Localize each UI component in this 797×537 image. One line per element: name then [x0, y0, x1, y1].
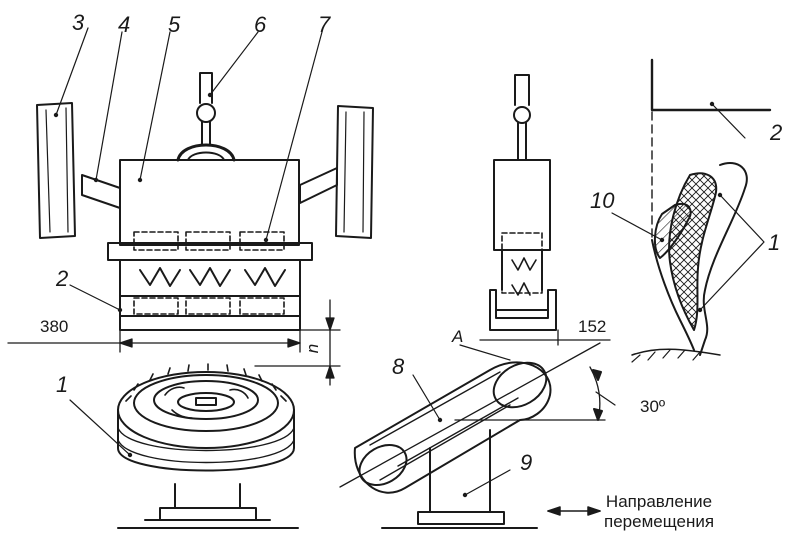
dimension-width — [7, 329, 301, 353]
angle-bracket — [650, 58, 772, 112]
fixture-front-view — [36, 72, 374, 331]
right-arm — [299, 167, 338, 204]
callout-7: 7 — [318, 12, 331, 37]
callout-4: 4 — [118, 12, 131, 37]
tire-section-outer — [699, 162, 748, 356]
callout-1-left: 1 — [56, 372, 69, 397]
callout-2-right: 2 — [770, 120, 783, 145]
caption-line-1: Направление — [605, 492, 713, 511]
tire-stand — [174, 483, 241, 509]
dimension-width-label: 380 — [40, 317, 69, 336]
left-clamp — [36, 102, 76, 239]
leader-lines — [55, 27, 765, 496]
callout-a: A — [452, 327, 464, 346]
rod — [199, 72, 213, 104]
drum-axis — [339, 342, 601, 488]
callout-3: 3 — [72, 10, 85, 35]
tire-assembly — [117, 363, 299, 529]
callout-1-right: 1 — [768, 230, 781, 255]
movement-direction-caption: Направление перемещения — [604, 492, 714, 533]
fixture-side-view — [479, 74, 611, 346]
callout-2-left: 2 — [56, 266, 69, 291]
angle-label: 30º — [640, 397, 666, 416]
spring-1 — [139, 267, 181, 287]
spring-2 — [189, 267, 231, 287]
tire-section-hatched — [668, 172, 718, 331]
callout-6: 6 — [254, 12, 267, 37]
callout-8: 8 — [392, 354, 405, 379]
drum-support — [429, 429, 491, 513]
dimension-height — [254, 299, 341, 386]
callout-10: 10 — [590, 188, 615, 213]
spring-3 — [244, 267, 286, 287]
direction-arrow — [547, 506, 601, 516]
dimension-height-label: n — [303, 343, 323, 354]
shackle — [176, 143, 236, 162]
dimension-depth-label: 152 — [578, 317, 607, 336]
main-body — [119, 159, 300, 246]
rotating-drum — [339, 342, 606, 529]
callout-9: 9 — [520, 450, 533, 475]
caption-line-2: перемещения — [604, 512, 715, 532]
left-arm — [81, 174, 121, 209]
detail-view — [631, 58, 772, 363]
callout-5: 5 — [168, 12, 181, 37]
right-clamp — [335, 105, 374, 239]
